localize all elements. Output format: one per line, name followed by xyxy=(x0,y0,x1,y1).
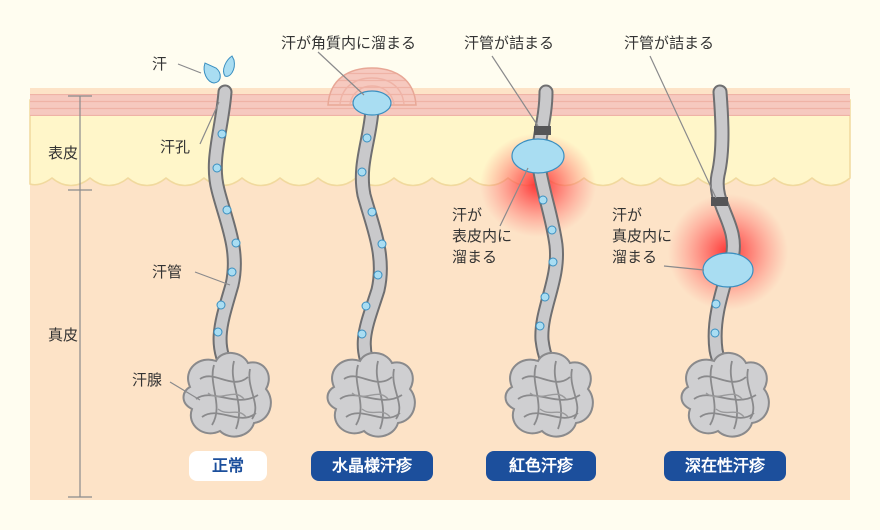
profunda-pool-callout: 汗が 真皮内に 溜まる xyxy=(612,206,673,266)
type-label-profunda: 深在性汗疹 xyxy=(664,451,786,481)
type-label-crystallina: 水晶様汗疹 xyxy=(311,451,433,481)
sweat-gland-profunda xyxy=(680,84,770,438)
blocked-callout-rubra: 汗管が詰まる xyxy=(464,34,555,52)
duct-blockage xyxy=(534,126,551,135)
type-label-normal: 正常 xyxy=(189,451,267,481)
duct-blockage xyxy=(711,197,728,206)
leader-lines xyxy=(169,51,717,401)
sweat-gland-crystallina xyxy=(326,90,416,438)
sweat-gland-rubra xyxy=(504,84,594,438)
sweat-pool-corneum xyxy=(352,90,392,116)
crystallina-callout: 汗が角質内に溜まる xyxy=(281,34,417,52)
sweat-droplet-icon xyxy=(223,55,235,77)
epidermis-label: 表皮 xyxy=(48,144,79,162)
sweat-pool-epidermis xyxy=(511,138,565,174)
type-label-rubra: 紅色汗疹 xyxy=(486,451,596,481)
gland-label: 汗腺 xyxy=(132,371,163,389)
dermis-label: 真皮 xyxy=(48,326,79,344)
sweat-droplet-icon xyxy=(203,62,221,84)
sweat-gland-normal xyxy=(182,55,272,438)
sweat-label: 汗 xyxy=(152,55,168,73)
duct-label: 汗管 xyxy=(152,263,183,281)
blocked-callout-profunda: 汗管が詰まる xyxy=(624,34,715,52)
rubra-pool-callout: 汗が 表皮内に 溜まる xyxy=(452,206,513,266)
layer-scale-bar xyxy=(68,95,92,498)
pore-label: 汗孔 xyxy=(160,138,191,156)
sweat-pool-dermis xyxy=(702,252,754,288)
stratum-corneum xyxy=(30,94,850,116)
